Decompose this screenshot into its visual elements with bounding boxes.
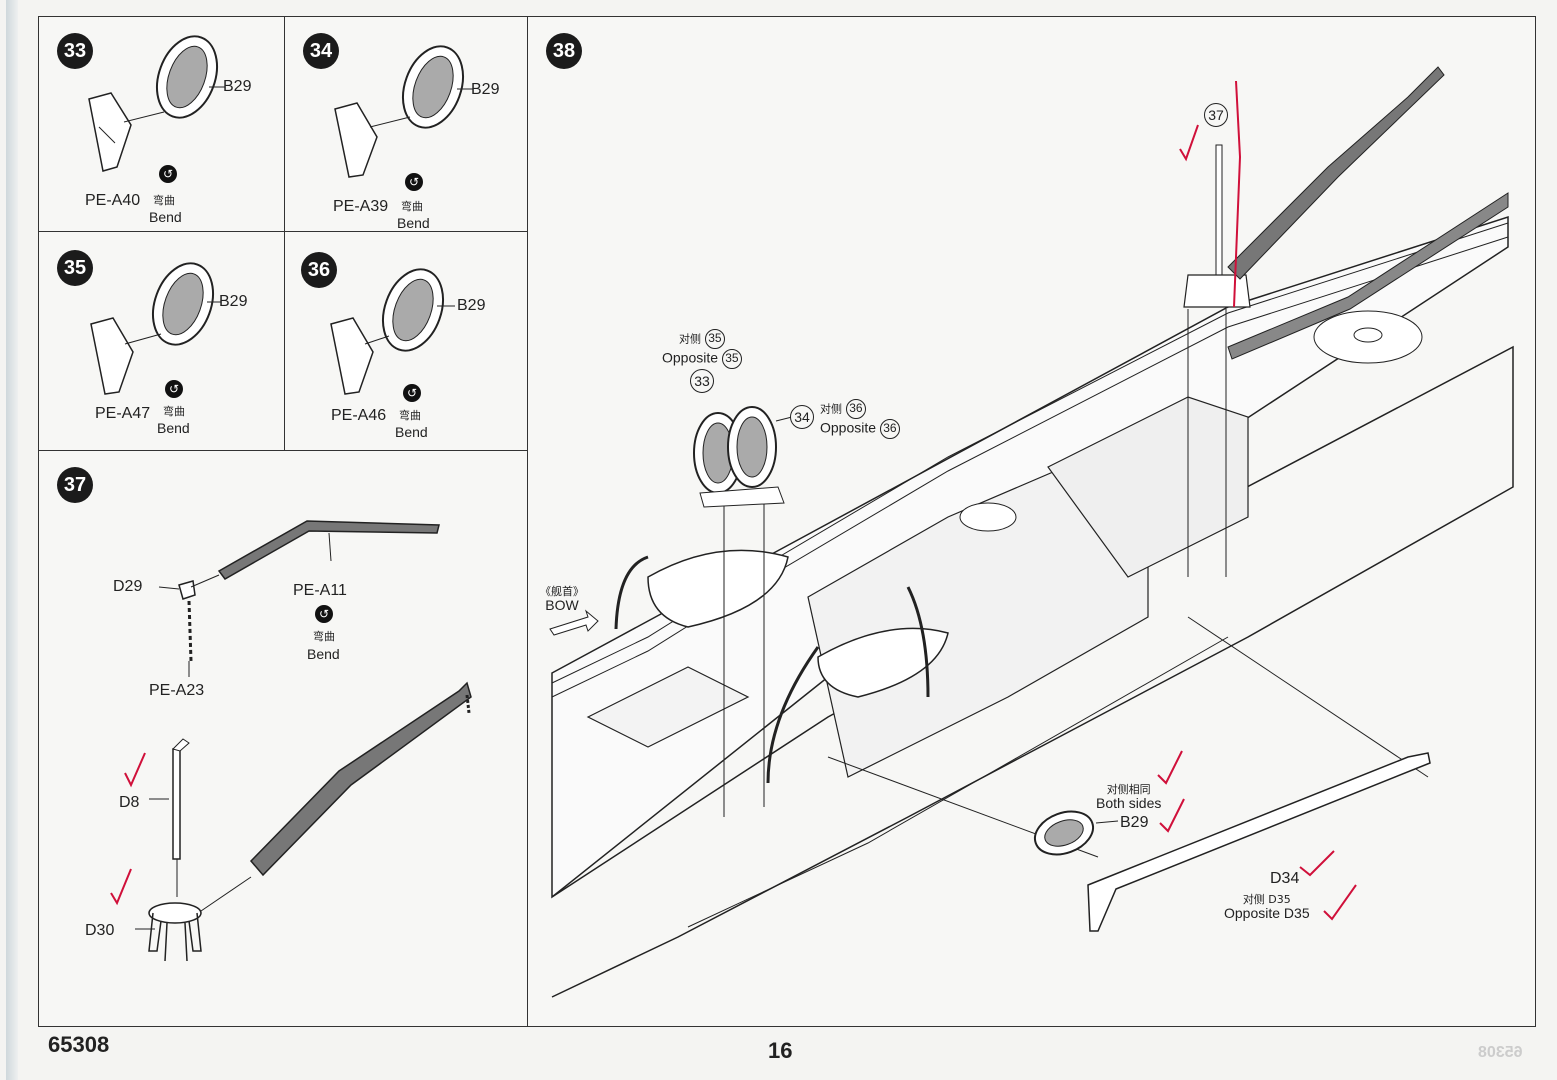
bend-arrow-icon: ↺ [159,165,177,183]
page-number: 16 [768,1038,793,1063]
both-cn: 对侧相同 [1106,783,1151,796]
bend-label-cn: 弯曲 [313,630,335,643]
opposite-en: Opposite [820,419,877,436]
bend-label: Bend [157,420,190,436]
checkmark-icon [1179,124,1199,162]
liferaft-b29-drawing [90,262,221,395]
show-through-model-code: 65308 [1478,1044,1523,1061]
part-label-d29: D29 [113,578,143,595]
bend-label: Bend [149,209,182,225]
bend-arrow-icon: ↺ [403,384,421,402]
bend-label-cn: 弯曲 [153,194,175,207]
part-label-b29: B29 [219,293,248,310]
d35-cn: 对侧 D35 [1242,893,1291,906]
step-36-panel: 36 B29 PE-A46 ↺ 弯曲 Bend [284,231,528,451]
both-en: Both sides [1096,795,1162,812]
bend-label: Bend [307,646,340,662]
checkmark-icon [1323,884,1357,921]
part-label-b29: B29 [223,78,252,95]
step-33-panel: 33 B29 PE-A40 ↺ 弯曲 Bend [38,16,285,232]
checkmark-icon [124,752,146,788]
checkmark-icon [1299,850,1335,877]
part-label-pe-a46: PE-A46 [331,407,387,424]
bend-label: Bend [395,424,428,440]
opposite-cn: 对侧 [679,332,702,346]
ship-hull-drawing [549,66,1514,998]
step-38-panel: 38 [527,16,1536,1027]
bow-cn: 《舰首》 [540,585,584,598]
opposite-en: Opposite [662,349,719,366]
part-label-pe-a11: PE-A11 [293,582,347,599]
part-label-pe-a23: PE-A23 [149,682,205,699]
part-label-d34: D34 [1270,870,1300,887]
ref-step-35-callout: 35 [704,329,725,349]
model-code: 65308 [48,1032,110,1057]
step-number-badge: 36 [301,252,337,288]
bow-en: BOW [545,597,579,614]
step-number-badge: 35 [57,250,93,286]
step-37-panel: 37 D29 PE-A11 ↺ 弯曲 Bend PE-A23 D8 D30 [38,450,528,1027]
bend-arrow-icon: ↺ [315,605,333,623]
checkmark-icon [1157,750,1183,785]
part-label-b29: B29 [471,81,500,98]
bend-arrow-icon: ↺ [165,380,183,398]
page-edge [6,0,18,1080]
bow-direction-label: 《舰首》 BOW [540,583,584,614]
d35-en: Opposite D35 [1224,905,1310,922]
step-number-badge: 34 [303,33,339,69]
ref-step-35-callout: 35 [721,349,742,369]
opposite-cn: 对侧 [820,402,842,416]
opposite-35-note: 对侧 35 Opposite 35 [662,329,742,369]
bend-label-cn: 弯曲 [399,409,421,422]
ref-step-36-callout: 36 [879,419,900,439]
crane-assembly-drawing [135,520,472,962]
part-label-b29: B29 [1120,814,1149,831]
ref-step-33-callout: 33 [690,369,714,393]
checkmark-icon [110,868,132,906]
opposite-d35-note: 对侧 D35 Opposite D35 [1224,891,1310,922]
bend-label-cn: 弯曲 [401,200,423,213]
opposite-36-note: 对侧 36 Opposite 36 [820,399,900,439]
part-label-d30: D30 [85,922,115,939]
part-label-pe-a40: PE-A40 [85,192,141,209]
bend-label-cn: 弯曲 [163,405,185,418]
bend-label: Bend [397,215,430,231]
step-number-badge: 37 [57,467,93,503]
liferaft-b29-drawing [334,45,473,178]
bend-arrow-icon: ↺ [405,173,423,191]
step-number-badge: 38 [546,33,582,69]
ref-step-34-callout: 34 [790,405,814,429]
liferaft-b29-drawing [330,268,455,395]
part-label-b29: B29 [457,297,486,314]
step-number-badge: 33 [57,33,93,69]
ref-step-37-callout: 37 [1204,103,1228,127]
step-34-panel: 34 B29 PE-A39 ↺ 弯曲 Bend [284,16,528,232]
checkmark-icon [1159,798,1185,833]
both-sides-note: 对侧相同 Both sides [1096,781,1161,812]
part-label-pe-a39: PE-A39 [333,198,389,215]
part-label-d8: D8 [119,794,140,811]
liferaft-b29-drawing [88,35,225,172]
ref-step-36-callout: 36 [845,399,866,419]
part-label-pe-a47: PE-A47 [95,405,151,422]
step-35-panel: 35 B29 PE-A47 ↺ 弯曲 Bend [38,231,285,451]
